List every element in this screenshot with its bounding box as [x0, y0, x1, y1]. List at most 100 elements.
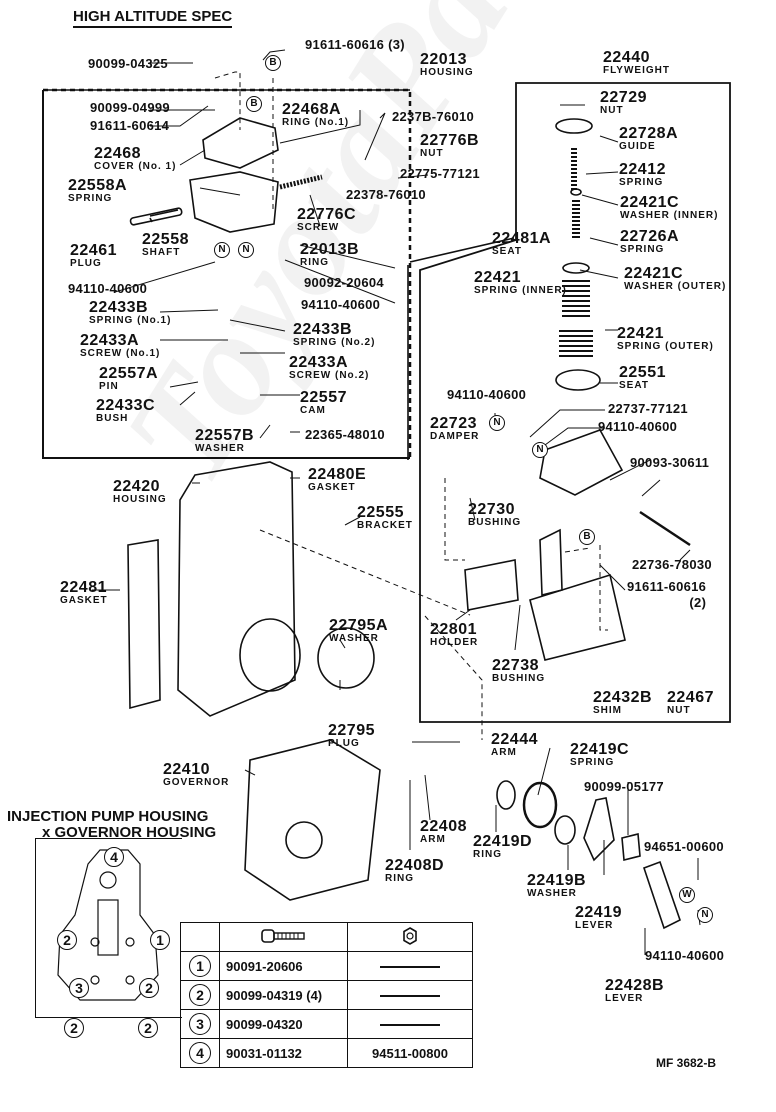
none-dash	[380, 966, 440, 969]
n-symbol-icon: N	[214, 242, 230, 258]
part-label[interactable]: 2237B-76010	[392, 109, 475, 124]
part-label[interactable]: 22410 GOVERNOR	[163, 761, 230, 788]
part-label[interactable]: 22726A SPRING	[620, 228, 680, 255]
part-label[interactable]: 22729 NUT	[600, 89, 647, 116]
bolt-icon-glyph	[260, 928, 305, 943]
part-label[interactable]: 22433B SPRING (No.2)	[293, 321, 376, 348]
part-label[interactable]: 22776C SCREW	[297, 206, 357, 233]
bolt-chart-title-line2: x GOVERNOR HOUSING	[42, 824, 217, 841]
part-label[interactable]: 94110-40600	[68, 281, 148, 296]
n-symbol-icon: N	[489, 415, 505, 431]
part-label[interactable]: 22419B WASHER	[527, 872, 587, 899]
nut-icon	[347, 922, 473, 952]
part-label[interactable]: 22421C WASHER (INNER)	[620, 194, 719, 221]
part-label[interactable]: 22444 ARM	[491, 731, 538, 758]
position-marker: 2	[138, 1018, 158, 1038]
none-dash	[380, 995, 440, 998]
part-label[interactable]: 90099-05177	[584, 779, 664, 794]
part-label[interactable]: 22801 HOLDER	[430, 621, 479, 648]
w-symbol-icon: W	[679, 887, 695, 903]
part-label[interactable]: 91611-60616 (2)	[627, 579, 707, 610]
part-label[interactable]: 22013B RING	[300, 241, 360, 268]
part-label[interactable]: 22433A SCREW (No.1)	[80, 332, 161, 359]
part-label[interactable]: 90092-20604	[304, 275, 384, 290]
part-label[interactable]: 22428B LEVER	[605, 977, 665, 1004]
part-label[interactable]: 22408 ARM	[420, 818, 467, 845]
part-label[interactable]: 90099-04325	[88, 56, 168, 71]
bolt-part-number[interactable]: 90099-04319 (4)	[219, 980, 348, 1010]
part-label[interactable]: 94110-40600	[598, 419, 678, 434]
spring-22419c	[522, 781, 558, 829]
part-label[interactable]: 22433A SCREW (No.2)	[289, 354, 370, 381]
part-label[interactable]: 22736-78030	[632, 557, 712, 572]
none-dash	[380, 1024, 440, 1027]
ring-22419d	[496, 780, 516, 810]
part-label[interactable]: 22421 SPRING (OUTER)	[617, 325, 714, 352]
nut-part	[621, 832, 641, 862]
part-label[interactable]: 91611-60614	[90, 118, 170, 133]
high-altitude-box	[42, 90, 410, 459]
part-label[interactable]: 22419C SPRING	[570, 741, 630, 768]
part-label[interactable]: 22558 SHAFT	[142, 231, 189, 258]
page-title: HIGH ALTITUDE SPEC	[73, 8, 233, 28]
part-label[interactable]: 22433B SPRING (No.1)	[89, 299, 172, 326]
part-label[interactable]: 90093-30611	[630, 455, 710, 470]
seat-part	[555, 369, 601, 391]
part-label[interactable]: 22776B NUT	[420, 132, 480, 159]
part-label[interactable]: 22420 HOUSING	[113, 478, 167, 505]
nut-part-number	[347, 1009, 473, 1039]
part-label[interactable]: 22557 CAM	[300, 389, 347, 416]
part-label[interactable]: 22481 GASKET	[60, 579, 108, 606]
part-label[interactable]: 22408D RING	[385, 857, 445, 884]
position-marker: 2	[57, 930, 77, 950]
part-label[interactable]: 22738 BUSHING	[492, 657, 546, 684]
part-label[interactable]: 22468 COVER (No. 1)	[94, 145, 177, 172]
part-label[interactable]: 22419D RING	[473, 833, 533, 860]
part-label[interactable]: 22730 BUSHING	[468, 501, 522, 528]
part-label[interactable]: 22557A PIN	[99, 365, 159, 392]
part-label[interactable]: 94110-40600	[645, 948, 725, 963]
governor-part	[244, 739, 381, 901]
washer-22419b	[554, 815, 576, 845]
part-label[interactable]: 22737-77121	[608, 401, 688, 416]
part-label[interactable]: 22728A GUIDE	[619, 125, 679, 152]
bolt-part-number[interactable]: 90099-04320	[219, 1009, 348, 1039]
nut-part-number[interactable]: 94511-00800	[347, 1038, 473, 1068]
housing-group-label: 22013 HOUSING	[420, 51, 474, 78]
part-label[interactable]: 22555 BRACKET	[357, 504, 413, 531]
part-label[interactable]: 22480E GASKET	[308, 466, 367, 493]
part-label[interactable]: 22419 LEVER	[575, 904, 622, 931]
part-label[interactable]: 22421C WASHER (OUTER)	[624, 265, 727, 292]
part-label[interactable]: 22461 PLUG	[70, 242, 117, 269]
part-label[interactable]: 22365-48010	[305, 427, 385, 442]
n-symbol-icon: N	[697, 907, 713, 923]
part-label[interactable]: 22421 SPRING (INNER)	[474, 269, 567, 296]
part-label[interactable]: 22481A SEAT	[492, 230, 552, 257]
part-label[interactable]: 94651-00600	[644, 839, 724, 854]
part-label[interactable]: 22412 SPRING	[619, 161, 666, 188]
part-label[interactable]: 22723 DAMPER	[430, 415, 480, 442]
part-label[interactable]: 22558A SPRING	[68, 177, 128, 204]
n-symbol-icon: N	[238, 242, 254, 258]
part-label[interactable]: 22468A RING (No.1)	[282, 101, 350, 128]
part-label[interactable]: 22795 PLUG	[328, 722, 375, 749]
bolt-part-number[interactable]: 90031-01132	[219, 1038, 348, 1068]
part-label[interactable]: 94110-40600	[447, 387, 527, 402]
part-label[interactable]: 94110-40600	[301, 297, 381, 312]
part-label[interactable]: 22795A WASHER	[329, 617, 389, 644]
part-label[interactable]: 22378-76010	[346, 187, 426, 202]
bolt-chart-table: 1 90091-20606 2 90099-04319 (4) 3 90099-…	[180, 922, 473, 1068]
part-label[interactable]: 22551 SEAT	[619, 364, 666, 391]
b-symbol-icon: B	[265, 55, 281, 71]
part-label[interactable]: 22432B SHIM	[593, 689, 653, 716]
part-label[interactable]: 22433C BUSH	[96, 397, 156, 424]
gasket-part	[127, 539, 161, 710]
table-header-row	[180, 922, 473, 952]
part-label[interactable]: 22467 NUT	[667, 689, 714, 716]
part-label[interactable]: 22557B WASHER	[195, 427, 255, 454]
part-label[interactable]: 22775-77121	[400, 166, 480, 181]
part-label[interactable]: 90099-04999	[90, 100, 170, 115]
bolt-part-number[interactable]: 90091-20606	[219, 951, 348, 981]
part-label[interactable]: 91611-60616 (3)	[305, 37, 405, 52]
